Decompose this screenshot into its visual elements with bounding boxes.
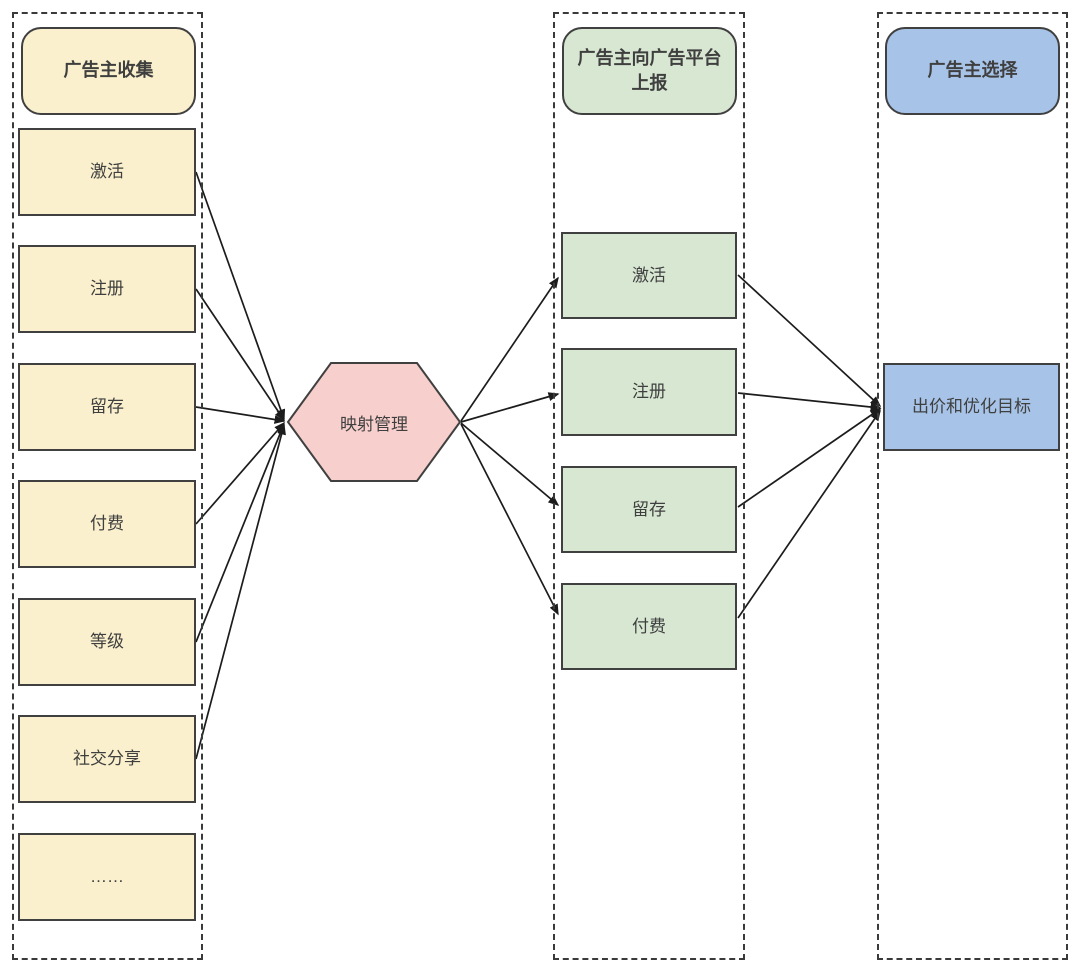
edge-retention-to-mapping — [195, 406, 286, 424]
edge-payment-to-mapping — [195, 421, 285, 525]
edge-activation-to-mapping — [195, 171, 286, 421]
collect-item-retention: 留存 — [18, 363, 196, 451]
edge-level-to-mapping — [195, 422, 285, 643]
collect-item-payment: 付费 — [18, 480, 196, 568]
select-column-title: 广告主选择 — [927, 60, 1018, 81]
select-column-boundary — [877, 12, 1068, 960]
edge-mapping-to-report-payment — [460, 423, 559, 616]
report-item-activation: 激活 — [561, 232, 737, 319]
report-item-registration: 注册 — [561, 348, 737, 436]
collect-column-title: 广告主收集 — [63, 60, 154, 81]
report-item-retention: 留存 — [561, 466, 737, 553]
edge-mapping-to-report-activation — [460, 276, 559, 422]
collect-item-registration: 注册 — [18, 245, 196, 333]
collect-item-activation: 激活 — [18, 128, 196, 216]
collect-item-ellipsis: …… — [18, 833, 196, 921]
report-item-payment: 付费 — [561, 583, 737, 670]
collect-column-header: 广告主收集 — [21, 27, 196, 115]
collect-column-boundary — [12, 12, 203, 960]
edge-mapping-to-report-retention — [460, 422, 560, 506]
collect-item-level: 等级 — [18, 598, 196, 686]
collect-item-social-share: 社交分享 — [18, 715, 196, 803]
report-column-header: 广告主向广告平台上报 — [562, 27, 737, 115]
edge-report-activation-to-target — [737, 274, 882, 408]
edge-registration-to-mapping — [195, 288, 285, 422]
select-column-header: 广告主选择 — [885, 27, 1060, 115]
select-item-bid-optimization-target: 出价和优化目标 — [883, 363, 1060, 451]
edge-mapping-to-report-registration — [460, 392, 560, 423]
report-column-boundary — [553, 12, 745, 960]
edge-report-retention-to-target — [737, 408, 882, 508]
report-column-title: 广告主向广告平台上报 — [577, 47, 722, 93]
edge-social-share-to-mapping — [195, 423, 286, 760]
edge-report-registration-to-target — [737, 392, 882, 412]
mapping-management-hexagon — [286, 362, 462, 482]
edge-report-payment-to-target — [737, 409, 881, 619]
